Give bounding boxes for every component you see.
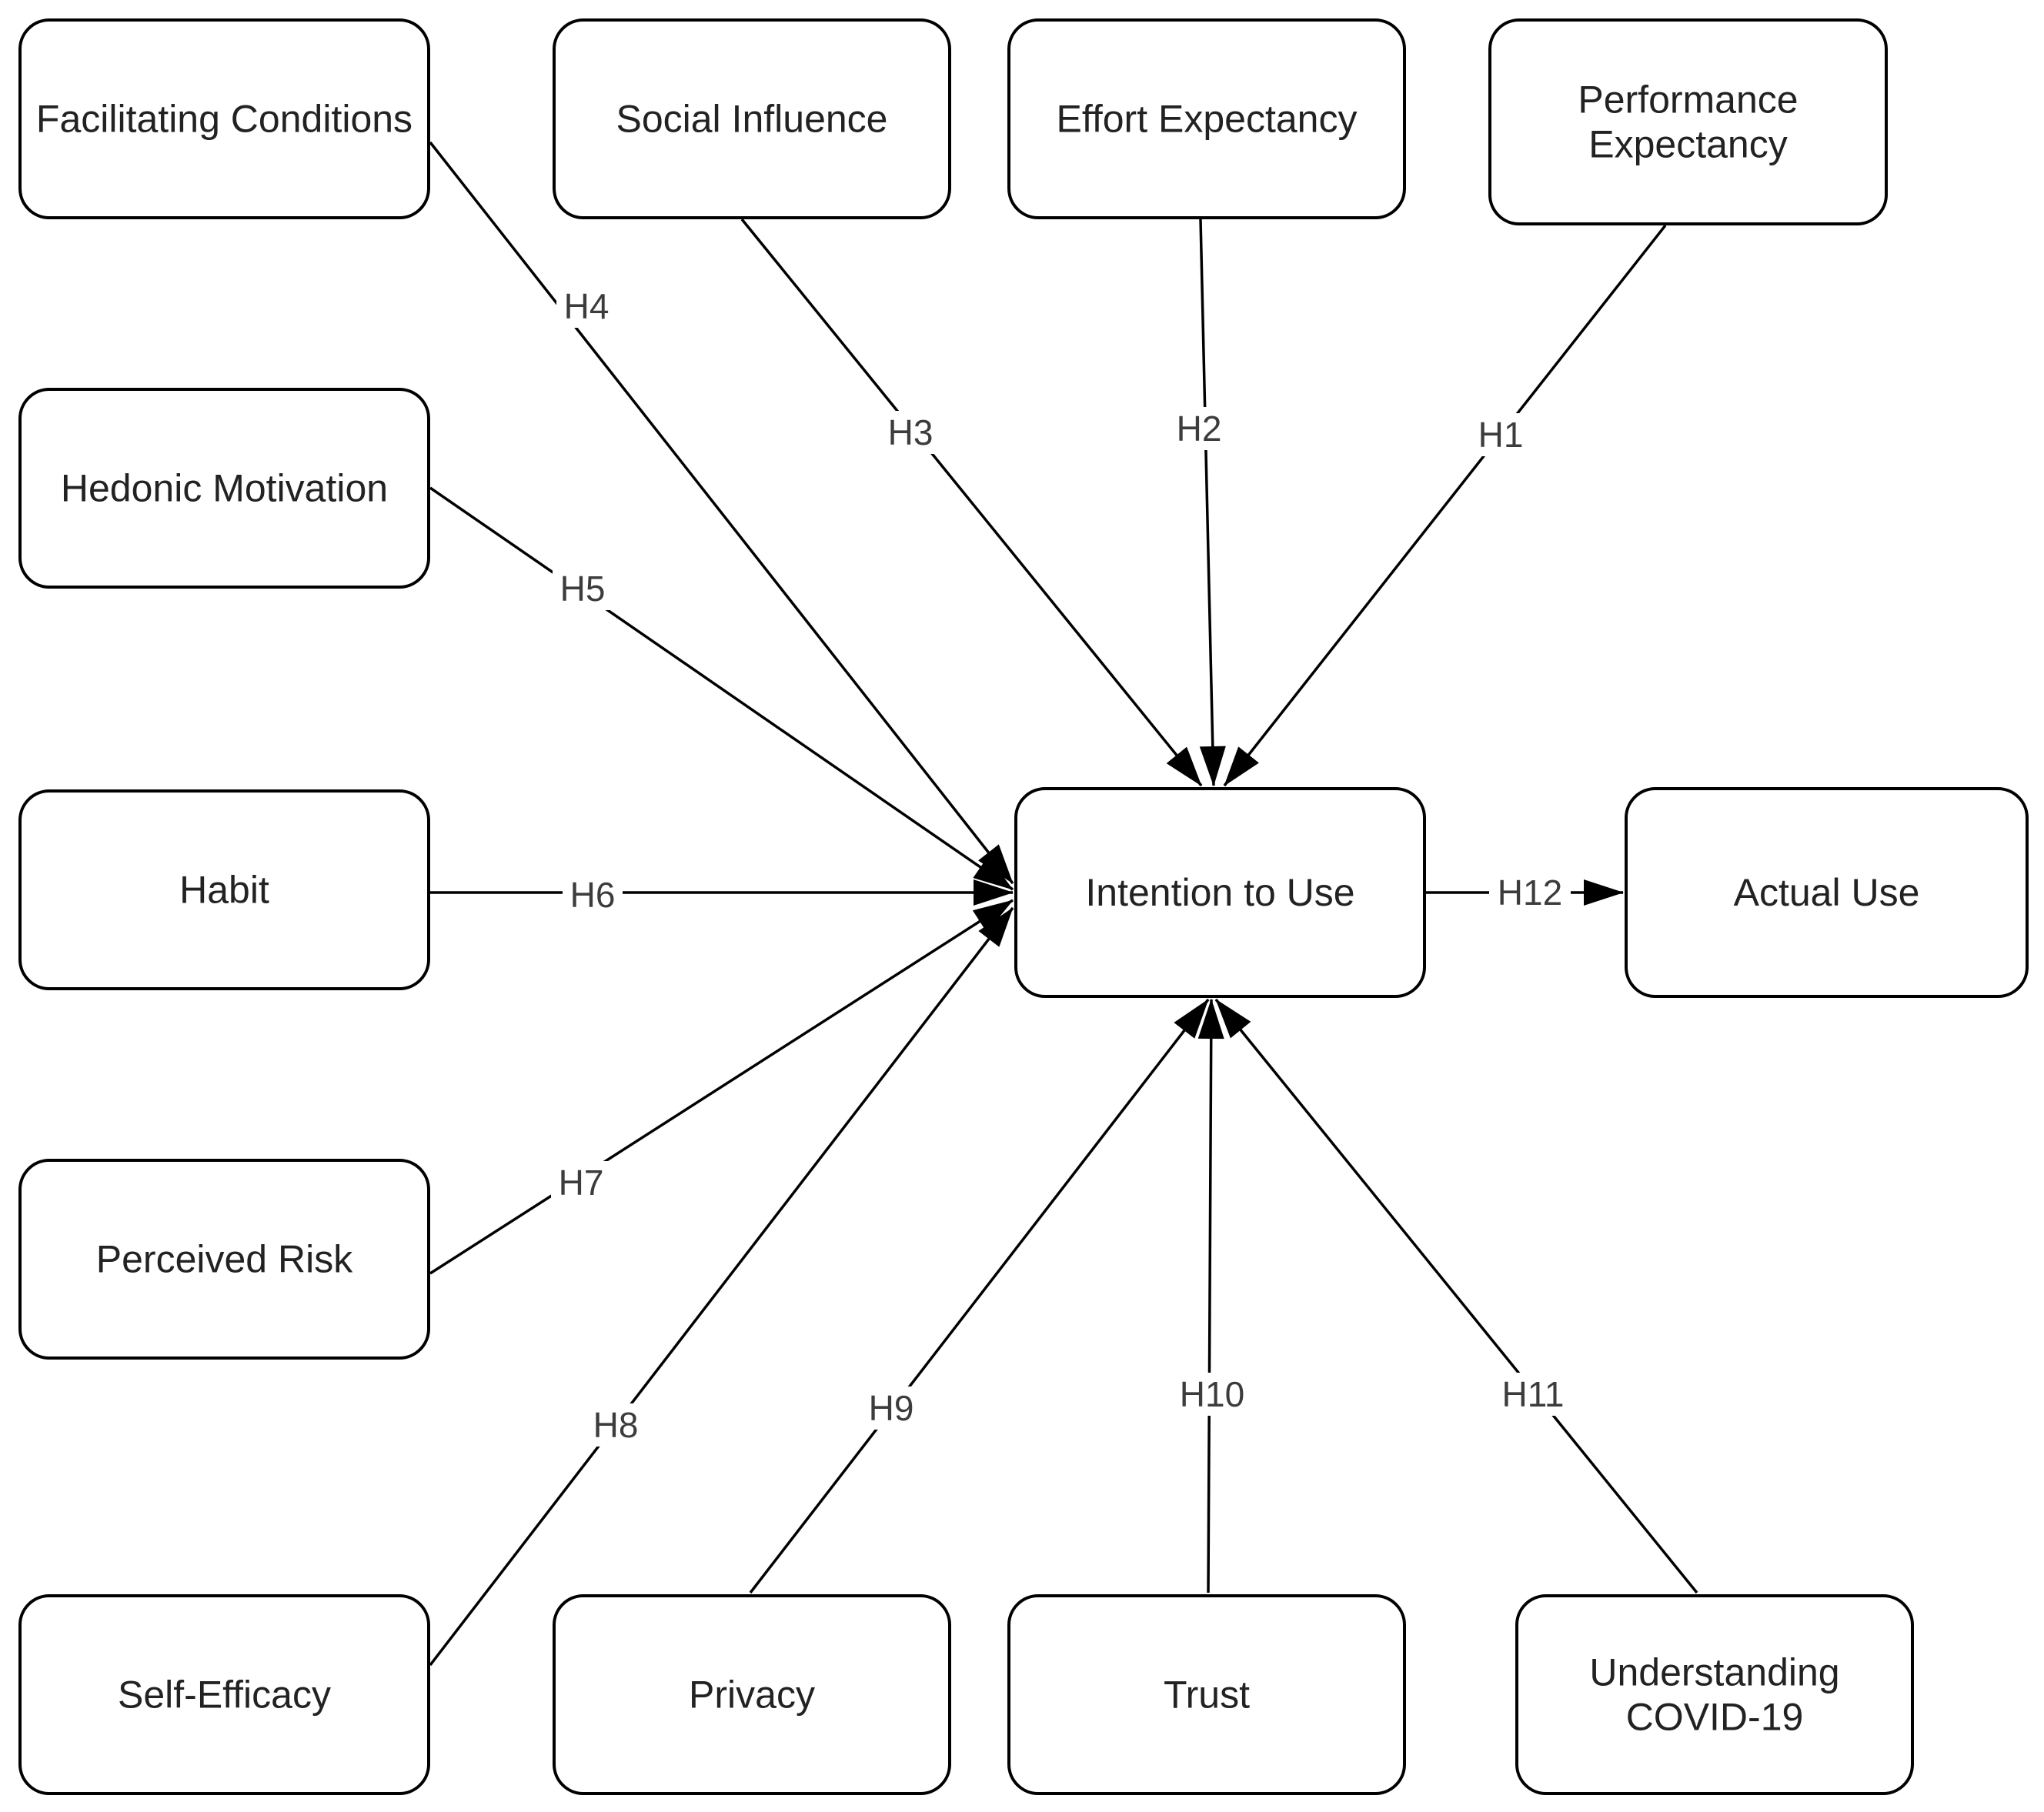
node-trust-label: Trust <box>1164 1674 1250 1717</box>
edge-h2-arrow <box>1199 219 1226 786</box>
edge-h1-label-group: H1 <box>1471 413 1531 456</box>
edge-h12-label: H12 <box>1498 873 1562 913</box>
node-intention-to-use-label: Intention to Use <box>1085 871 1354 914</box>
edge-h1-label: H1 <box>1478 415 1524 455</box>
node-understanding-covid-19-box <box>1515 1594 1914 1795</box>
edge-h11-label: H11 <box>1502 1374 1565 1414</box>
node-facilitating-conditions-box <box>18 18 430 219</box>
edge-h2-label-group: H2 <box>1169 407 1229 450</box>
edge-h7-arrow <box>429 899 1014 1275</box>
node-actual-use: Actual Use <box>1625 787 2029 998</box>
edge-h10-label-bg <box>1171 1373 1253 1416</box>
edge-h10-label-group: H10 <box>1171 1373 1253 1416</box>
edge-h3-arrow <box>740 218 1203 787</box>
edge-h10-arrow <box>1197 999 1224 1593</box>
edge-h3-label-group: H3 <box>880 411 940 454</box>
edge-h7-label-bg <box>551 1161 611 1204</box>
edge-h2-label-bg <box>1169 407 1229 450</box>
node-habit-label: Habit <box>179 869 269 912</box>
edge-h5-arrow <box>429 486 1014 891</box>
edge-h8-label: H8 <box>593 1405 639 1445</box>
edge-h11-label-bg <box>1492 1373 1574 1416</box>
edge-h7-label: H7 <box>559 1163 604 1203</box>
edge-h8-label-bg <box>586 1403 646 1447</box>
edge-h8-label-group: H8 <box>586 1403 646 1447</box>
node-self-efficacy-label: Self-Efficacy <box>118 1674 331 1717</box>
edge-h4-label: H4 <box>564 286 610 326</box>
edge-h4-arrow <box>429 141 1014 885</box>
node-intention-to-use-box <box>1014 787 1426 998</box>
edge-h5-label-group: H5 <box>553 567 613 610</box>
edge-h5-label-bg <box>553 567 613 610</box>
edge-h6-label-group: H6 <box>563 873 623 916</box>
node-facilitating-conditions-label: Facilitating Conditions <box>36 98 412 141</box>
edge-h10-label: H10 <box>1180 1374 1244 1414</box>
edge-h9-label-group: H9 <box>861 1387 921 1430</box>
node-hedonic-motivation: Hedonic Motivation <box>18 388 430 589</box>
node-habit: Habit <box>18 789 430 990</box>
node-effort-expectancy-box <box>1007 18 1406 219</box>
node-facilitating-conditions: Facilitating Conditions <box>18 18 430 219</box>
edge-h12-label-group: H12 <box>1489 871 1571 914</box>
edge-h1-arrow <box>1223 224 1667 787</box>
node-trust: Trust <box>1007 1594 1406 1795</box>
edge-h11-arrow <box>1214 998 1698 1594</box>
edge-h11-label-group: H11 <box>1492 1373 1574 1416</box>
node-social-influence-label: Social Influence <box>616 98 887 141</box>
edge-h4-label-bg <box>556 285 616 328</box>
edge-h7-label-group: H7 <box>551 1161 611 1204</box>
edge-h6-label: H6 <box>570 875 616 915</box>
node-hedonic-motivation-box <box>18 388 430 589</box>
edge-h6-label-bg <box>563 873 623 916</box>
node-performance-expectancy-label-line1: Performance <box>1578 78 1798 122</box>
node-privacy-box <box>553 1594 951 1795</box>
edge-h9-label: H9 <box>869 1388 914 1428</box>
node-social-influence-box <box>553 18 951 219</box>
edge-h4-label-group: H4 <box>556 285 616 328</box>
node-effort-expectancy: Effort Expectancy <box>1007 18 1406 219</box>
edge-h5-label: H5 <box>560 569 606 609</box>
node-understanding-covid-19-label-line1: Understanding <box>1589 1651 1839 1694</box>
node-effort-expectancy-label: Effort Expectancy <box>1057 98 1358 141</box>
node-perceived-risk: Perceived Risk <box>18 1159 430 1360</box>
node-performance-expectancy-label-line2: Expectancy <box>1588 123 1787 166</box>
node-self-efficacy: Self-Efficacy <box>18 1594 430 1795</box>
node-social-influence: Social Influence <box>553 18 951 219</box>
node-privacy-label: Privacy <box>689 1674 815 1717</box>
node-trust-box <box>1007 1594 1406 1795</box>
node-performance-expectancy-box <box>1488 18 1888 225</box>
node-habit-box <box>18 789 430 990</box>
node-understanding-covid-19-label-line2: COVID-19 <box>1626 1696 1804 1739</box>
edge-h8-arrow <box>429 906 1014 1667</box>
edge-h3-label: H3 <box>888 412 933 452</box>
edge-h2-label: H2 <box>1177 409 1222 449</box>
node-self-efficacy-box <box>18 1594 430 1795</box>
edge-h1-label-bg <box>1471 413 1531 456</box>
edge-h9-arrow <box>749 998 1210 1594</box>
edge-h12-label-bg <box>1489 871 1571 914</box>
edge-h9-label-bg <box>861 1387 921 1430</box>
node-intention-to-use: Intention to Use <box>1014 787 1426 998</box>
node-perceived-risk-label: Perceived Risk <box>96 1238 353 1281</box>
node-hedonic-motivation-label: Hedonic Motivation <box>61 467 388 510</box>
edge-h3-label-bg <box>880 411 940 454</box>
node-actual-use-label: Actual Use <box>1734 871 1920 914</box>
node-privacy: Privacy <box>553 1594 951 1795</box>
node-perceived-risk-box <box>18 1159 430 1360</box>
node-actual-use-box <box>1625 787 2029 998</box>
